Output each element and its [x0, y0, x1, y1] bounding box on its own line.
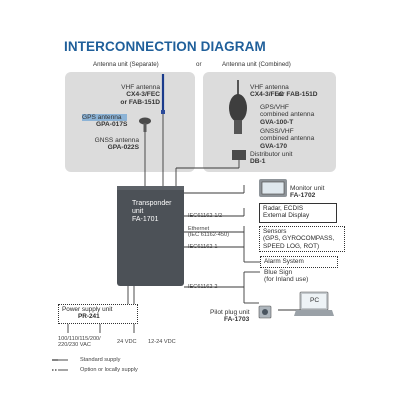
ethernet-name: Ethernet: [188, 226, 210, 232]
distributor-icon: [232, 150, 246, 160]
sensors-list1: (GPS, GYROCOMPASS,: [263, 235, 335, 243]
vhf-antenna-label: VHF antenna CX4-3/FEC or FAB-151D: [103, 84, 160, 106]
gps-vhf-model: GVA-100-T: [260, 118, 294, 126]
gnss-antenna-label: GNSS antenna GPA-022S: [72, 137, 139, 152]
distributor-model: DB-1: [250, 158, 266, 166]
or-label: or: [196, 61, 202, 68]
laptop-icon: [294, 291, 334, 316]
transponder-name1: Transponder: [132, 200, 172, 207]
combined-vhf-name: VHF antenna: [250, 84, 289, 91]
iec-2-label: IEC61162-2: [188, 284, 218, 290]
dc12-24-label: 12-24 VDC: [148, 339, 176, 345]
power-supply-name: Power supply unit: [62, 306, 113, 313]
combined-vhf-model: CX4-3/FEC: [250, 91, 284, 99]
blue-sign-note: (for Inland use): [264, 276, 309, 284]
combined-vhf-label: VHF antenna CX4-3/FEC: [250, 84, 289, 99]
gps-antenna-icon: [139, 117, 151, 132]
gnss-vhf-name1: GNSS/VHF: [260, 128, 294, 135]
monitor-name: Monitor unit: [290, 185, 325, 192]
gnss-antenna-name: GNSS antenna: [94, 137, 139, 144]
alarm-label: Alarm System: [264, 258, 304, 265]
transponder-name2: unit: [132, 208, 144, 216]
power-supply-model: PR-241: [78, 313, 100, 321]
ac-voltage-label: 100/110/115/200/ 220/230 VAC: [58, 336, 101, 348]
sensors-label: Sensors: [263, 228, 287, 235]
gnss-vhf-model: GVA-170: [260, 142, 287, 150]
gps-vhf-name1: GPS/VHF: [260, 104, 289, 111]
legend-option: Option or locally supply: [80, 367, 138, 373]
radar-ecdis-box: Radar, ECDIS External Display: [259, 203, 337, 223]
separate-caption: Antenna unit (Separate): [93, 61, 159, 68]
external-display-label: External Display: [263, 212, 310, 220]
blue-sign-name: Blue Sign: [264, 269, 293, 276]
ac-voltage-line1: 100/110/115/200/: [58, 336, 101, 342]
combined-antenna-icon: [229, 80, 247, 134]
ac-voltage-line2: 220/230 VAC: [58, 342, 91, 349]
gps-antenna-name: GPS antenna: [82, 114, 128, 122]
combined-vhf-alt: or FAB-151D: [278, 91, 318, 98]
ethernet-standard: (IEC 61162-450): [188, 232, 229, 239]
pilot-plug-model: FA-1703: [224, 316, 250, 324]
gps-antenna-model: GPA-017S: [96, 121, 128, 129]
pilot-plug-name: Pilot plug unit: [210, 309, 250, 316]
legend-standard: Standard supply: [80, 357, 121, 363]
distributor-name: Distributor unit: [250, 151, 293, 158]
gnss-vhf-label: GNSS/VHF combined antenna GVA-170: [260, 128, 314, 150]
iec-1-label: IEC61162-1: [188, 244, 218, 250]
pc-label: PC: [310, 297, 320, 304]
alarm-system-box: Alarm System: [260, 256, 338, 268]
pilot-plug-label: Pilot plug unit FA-1703: [210, 309, 250, 324]
gnss-antenna-model: GPA-022S: [107, 144, 139, 152]
blue-sign-label: Blue Sign (for Inland use): [264, 269, 308, 284]
iec-1-2-label: IEC61162-1/2: [188, 213, 223, 219]
gps-vhf-label: GPS/VHF combined antenna GVA-100-T: [260, 104, 314, 126]
radar-label: Radar, ECDIS: [263, 205, 304, 212]
transponder-unit-body: [117, 186, 184, 286]
vhf-antenna-alt: or FAB-151D: [120, 98, 160, 106]
ethernet-label: Ethernet (IEC 61162-450): [188, 226, 229, 238]
gps-vhf-name2: combined antenna: [260, 111, 315, 119]
transponder-label: Transponder unit FA-1701: [132, 200, 171, 224]
vhf-antenna-model: CX4-3/FEC: [126, 91, 160, 99]
sensors-list2: SPEED LOG, ROT): [263, 242, 320, 250]
gps-antenna-label: GPS antenna GPA-017S: [82, 114, 128, 129]
sensors-box: Sensors (GPS, GYROCOMPASS, SPEED LOG, RO…: [259, 226, 345, 252]
distributor-label: Distributor unit DB-1: [250, 151, 293, 166]
monitor-label: Monitor unit FA-1702: [290, 185, 324, 200]
monitor-unit-icon: [259, 179, 287, 197]
monitor-model: FA-1702: [290, 192, 316, 200]
combined-caption: Antenna unit (Combined): [222, 61, 291, 68]
gnss-vhf-name2: combined antenna: [260, 135, 315, 143]
pilot-plug-icon: [258, 305, 272, 319]
vhf-antenna-name: VHF antenna: [121, 84, 160, 91]
dc24-label: 24 VDC: [117, 339, 137, 345]
diagram-title: INTERCONNECTION DIAGRAM: [64, 39, 266, 54]
power-supply-box: Power supply unit PR-241: [58, 304, 138, 324]
transponder-model: FA-1701: [132, 216, 159, 224]
